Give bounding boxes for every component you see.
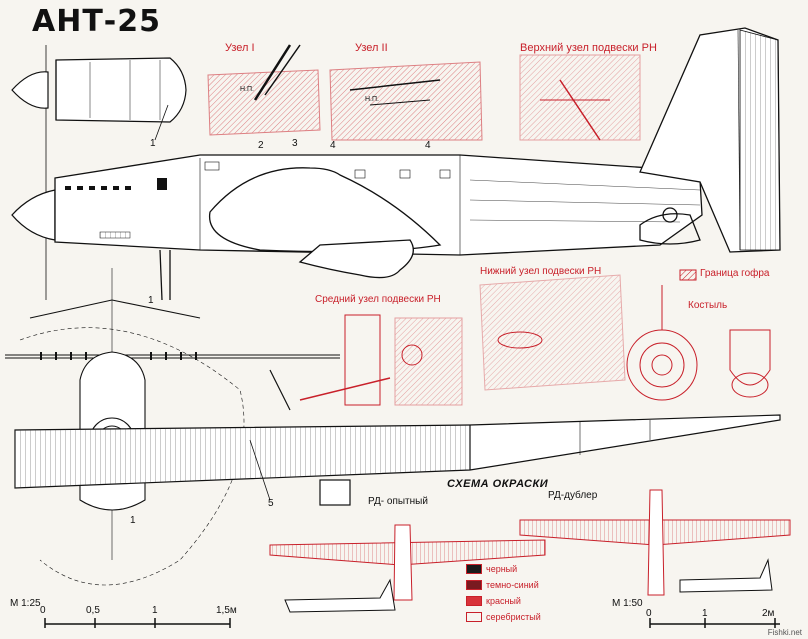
legend-swatch-dark-blue — [466, 580, 482, 590]
wing-plan-view — [14, 414, 781, 506]
detail-node-2 — [329, 61, 483, 141]
watermark: Fishki.net — [767, 628, 802, 637]
scale-1-25-tick-15: 1,5м — [216, 605, 237, 616]
part-number-1: 1 — [150, 138, 156, 149]
label-middle-rudder-node: Средний узел подвески РН — [315, 294, 441, 305]
part-number-4a: 4 — [330, 140, 336, 151]
legend-row-red: красный — [466, 596, 521, 606]
part-number-1b: 1 — [148, 295, 154, 306]
paint-variant-a-label: РД- опытный — [368, 496, 428, 507]
legend-label-silver: серебристый — [486, 612, 541, 622]
part-number-4b: 4 — [425, 140, 431, 151]
scale-1-50-tick-2: 2м — [762, 608, 775, 619]
scale-1-50-tick-0: 0 — [646, 608, 652, 619]
paint-variant-a-sideview — [284, 578, 396, 613]
label-fairing-edge: Граница гофра — [700, 268, 770, 279]
paint-variant-b-sideview — [679, 558, 773, 593]
label-np-node-1: Н.П. — [240, 86, 254, 93]
part-number-3: 3 — [292, 138, 298, 149]
scale-1-25-tick-1: 1 — [152, 605, 158, 616]
legend-swatch-black — [466, 564, 482, 574]
scale-1-25-tick-05: 0,5 — [86, 605, 100, 616]
part-number-5: 5 — [268, 498, 274, 509]
drawing-title: АНТ-25 — [32, 4, 161, 39]
label-upper-rudder-node: Верхний узел подвески РН — [520, 42, 657, 54]
detail-upper-rudder-node — [519, 54, 641, 141]
legend-row-silver: серебристый — [466, 612, 541, 622]
paint-scheme-heading: СХЕМА ОКРАСКИ — [447, 478, 549, 490]
legend-label-red: красный — [486, 596, 521, 606]
fuselage-side-view — [11, 27, 781, 301]
legend-swatch-silver — [466, 612, 482, 622]
scale-1-25-tick-0: 0 — [40, 605, 46, 616]
paint-variant-a-topview — [269, 524, 546, 601]
part-number-1c: 1 — [130, 515, 136, 526]
scale-1-50-tick-1: 1 — [702, 608, 708, 619]
fairing-edge-swatch — [679, 269, 697, 281]
label-np-node-2: Н.П. — [365, 96, 379, 103]
part-number-2: 2 — [258, 140, 264, 151]
scale-1-25-name: М 1:25 — [10, 598, 41, 609]
scale-bar-1-50 — [649, 618, 780, 628]
detail-lower-rudder-node — [479, 274, 626, 391]
scale-bar-1-25 — [44, 618, 231, 628]
engine-cowl-view — [11, 45, 187, 300]
label-tailskid: Костыль — [688, 300, 728, 311]
legend-swatch-red — [466, 596, 482, 606]
detail-tailskid — [626, 285, 771, 401]
label-lower-rudder-node: Нижний узел подвески РН — [480, 266, 602, 277]
legend-label-dark-blue: темно-синий — [486, 580, 539, 590]
scale-1-50-name: М 1:50 — [612, 598, 643, 609]
legend-row-dark-blue: темно-синий — [466, 580, 539, 590]
detail-middle-rudder-node — [269, 314, 463, 411]
label-node-1: Узел I — [225, 42, 255, 54]
detail-node-1 — [207, 44, 321, 136]
label-node-2: Узел II — [355, 42, 388, 54]
legend-label-black: черный — [486, 564, 518, 574]
paint-variant-b-topview — [519, 489, 791, 596]
paint-variant-b-label: РД-дублер — [548, 490, 598, 501]
legend-row-black: черный — [466, 564, 517, 574]
